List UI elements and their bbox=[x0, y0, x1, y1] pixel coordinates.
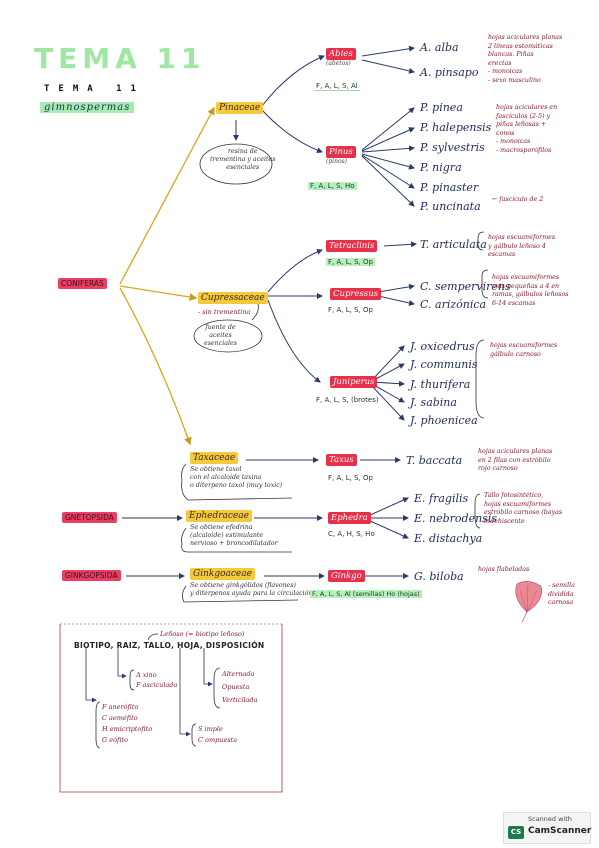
genus-ephedra: Ephedra bbox=[328, 512, 371, 524]
genus-pinus-sub: (pinos) bbox=[326, 158, 347, 165]
cupressus-codes: F, A, L, S, Op bbox=[328, 306, 373, 314]
species-ephedra-fragilis: E. fragilis bbox=[414, 492, 469, 505]
species-pinus-uncinata: P. uncinata bbox=[420, 200, 481, 213]
topic-label: gimnospermas bbox=[40, 102, 135, 113]
ginkgo-note: hojas flabeladas bbox=[478, 566, 530, 573]
genus-abies-sub: (abetos) bbox=[326, 60, 351, 67]
ginkgo-side-note: - semilla dividida carnosa bbox=[548, 582, 575, 606]
genus-abies: Abies bbox=[326, 48, 356, 60]
legend-above: Leñoso (= biotipo leñoso) bbox=[160, 630, 245, 638]
legend-hoja: S imple C ompuesta bbox=[198, 725, 238, 744]
species-pinus-pinea: P. pinea bbox=[420, 101, 463, 114]
genus-tetraclinis: Tetraclinis bbox=[326, 240, 378, 252]
taxus-note: hojas aciculares planas en 2 filas con e… bbox=[478, 448, 553, 472]
pinus-codes: F, A, L, S, Ho bbox=[308, 182, 357, 190]
species-pinus-halepensis: P. halepensis bbox=[420, 121, 492, 134]
family-cupressaceae: Cupressaceae bbox=[198, 292, 268, 304]
tetraclinis-note: hojas escuamiformes y gálbulo leñoso 4 e… bbox=[488, 234, 556, 258]
species-cupressus-sempervirens: C. sempervirens bbox=[420, 280, 511, 293]
species-abies-pinsapo: A. pinsapo bbox=[420, 66, 479, 79]
species-juniperus-oxicedrus: J. oxicedrus bbox=[410, 340, 475, 353]
species-juniperus-communis: J. communis bbox=[410, 358, 478, 371]
species-pinus-sylvestris: P. sylvestris bbox=[420, 141, 485, 154]
genus-ginkgo: Ginkgo bbox=[328, 570, 365, 582]
family-pinaceae: Pinaceae bbox=[216, 102, 264, 114]
genus-taxus: Taxus bbox=[326, 454, 357, 466]
pinus-extra-note: ← fascículo de 2 bbox=[492, 196, 544, 203]
pinaceae-note: resina de trementina y aceites esenciale… bbox=[210, 148, 276, 171]
ginkgoaceae-note: Se obtiene ginkgólidos (flavones) y dite… bbox=[190, 582, 313, 597]
juniperus-note: hojas escuamiformes gálbulo carnoso bbox=[490, 342, 558, 358]
cupressaceae-note: fuente de aceites esenciales bbox=[204, 324, 238, 347]
camscanner-badge: Scanned with CS CamScanner bbox=[503, 812, 591, 844]
species-pinus-nigra: P. nigra bbox=[420, 161, 462, 174]
genus-juniperus: Juniperus bbox=[330, 376, 378, 388]
camscanner-logo-icon: CS bbox=[508, 826, 524, 839]
species-juniperus-sabina: J. sabina bbox=[410, 396, 457, 409]
species-tetraclinis-articulata: T. articulata bbox=[420, 238, 487, 251]
genus-pinus-block: Pinus (pinos) bbox=[326, 146, 356, 165]
species-abies-alba: A. alba bbox=[420, 41, 459, 54]
group-coniferas: CONIFERAS bbox=[58, 278, 107, 289]
ephedraceae-note: Se obtiene efedrina (alcaloide) estimula… bbox=[190, 524, 278, 547]
species-juniperus-thurifera: J. thurifera bbox=[410, 378, 471, 391]
species-juniperus-phoenicea: J. phoenicea bbox=[410, 414, 478, 427]
legend-biotipo: F anerófito C aeméfito H emicriptofito G… bbox=[102, 703, 153, 744]
tetraclinis-codes: F, A, L, S, Op bbox=[326, 258, 375, 266]
species-cupressus-arizonica: C. arizónica bbox=[420, 298, 487, 311]
ephedra-note: Tallo fotosintético, hojas escuamiformes… bbox=[484, 492, 563, 525]
abies-note: hojas aciculares planas 2 líneas estomát… bbox=[488, 34, 563, 84]
genus-abies-block: Abies (abetos) bbox=[326, 48, 356, 67]
page-subtitle: TEMA 11 bbox=[44, 84, 145, 94]
taxus-codes: F, A, L, S, Op bbox=[328, 474, 373, 482]
juniperus-codes: F, A, L, S, (brotes) bbox=[316, 396, 379, 404]
camscanner-brand: CamScanner bbox=[528, 826, 592, 836]
ephedra-codes: C, A, H, S, Ho bbox=[328, 530, 375, 538]
legend-raiz: A xino F asciculada bbox=[136, 671, 178, 689]
pinus-note: hojas aciculares en fascículos (2-5) y p… bbox=[496, 104, 558, 154]
family-taxaceae: Taxaceae bbox=[190, 452, 239, 464]
genus-cupressus: Cupressus bbox=[330, 288, 382, 300]
species-taxus-baccata: T. baccata bbox=[406, 454, 463, 467]
camscanner-caption: Scanned with bbox=[528, 815, 572, 823]
cupressus-note: hojas escuamiformes más pequeñas a 4 en … bbox=[492, 274, 569, 307]
taxaceae-note: Se obtiene taxol con el alcaloide taxina… bbox=[190, 466, 283, 489]
family-ginkgoaceae: Ginkgoaceae bbox=[190, 568, 255, 580]
cupressaceae-sub: - sin trementina bbox=[198, 308, 251, 316]
legend-header: BIOTIPO, RAIZ, TALLO, HOJA, DISPOSICIÓN bbox=[74, 641, 265, 650]
species-ephedra-nebrodensis: E. nebrodensis bbox=[414, 512, 497, 525]
family-ephedraceae: Ephedraceae bbox=[186, 510, 252, 522]
group-gnetopsida: GNETOPSIDA bbox=[62, 512, 117, 523]
genus-pinus: Pinus bbox=[326, 146, 356, 158]
ginkgo-codes: F, A, L, S, Al (semillas) Ho (hojas) bbox=[310, 590, 422, 598]
page-title: TEMA 11 bbox=[34, 42, 206, 75]
abies-codes: F, A, L, S, Al bbox=[314, 82, 360, 91]
species-ephedra-distachya: E. distachya bbox=[414, 532, 483, 545]
group-ginkgopsida: GINKGOPSIDA bbox=[62, 570, 121, 581]
legend-disposicion: Alternada Opuesta Verticilada bbox=[222, 670, 258, 704]
species-ginkgo-biloba: G. biloba bbox=[414, 570, 464, 583]
species-pinus-pinaster: P. pinaster bbox=[420, 181, 479, 194]
